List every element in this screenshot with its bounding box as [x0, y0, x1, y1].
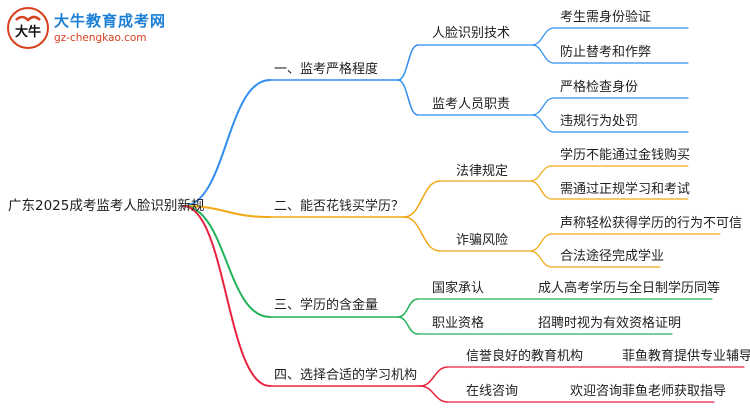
- logo-url: gz-chengkao.com: [54, 32, 147, 44]
- subtopic-label: 法律规定: [456, 164, 509, 179]
- subtopic-label: 国家承认: [432, 281, 485, 296]
- connector-line: [397, 298, 419, 318]
- connector-line: [403, 216, 441, 252]
- branch-label: 三、学历的含金量: [274, 298, 379, 313]
- connector-line: [397, 44, 419, 81]
- connector-line: [531, 97, 555, 116]
- branch-label: 四、选择合适的学习机构: [274, 368, 418, 383]
- connector-line: [419, 366, 449, 387]
- leaf-label: 考生需身份验证: [560, 10, 652, 25]
- subtopic-label: 信誉良好的教育机构: [466, 349, 584, 364]
- leaf-label: 合法途径完成学业: [560, 249, 665, 264]
- subtopic-label: 人脸识别技术: [432, 26, 511, 41]
- leaf-label: 严格检查身份: [560, 80, 639, 95]
- connector-line: [182, 205, 271, 387]
- leaf-label: 违规行为处罚: [560, 114, 639, 129]
- branch-label: 二、能否花钱买学历？: [274, 199, 405, 214]
- leaf-label: 防止替考和作弊: [560, 45, 652, 60]
- logo-title: 大牛教育成考网: [54, 12, 167, 30]
- connector-line: [397, 316, 419, 335]
- bull-logo-icon: 大牛: [7, 7, 49, 49]
- connector-line: [419, 385, 449, 403]
- subtopic-label: 诈骗风险: [456, 233, 509, 248]
- subtopic-label: 职业资格: [432, 316, 485, 331]
- connector-line: [403, 180, 441, 218]
- connector-line: [397, 79, 419, 116]
- connector-line: [182, 79, 271, 207]
- leaf-label: 菲鱼教育提供专业辅导: [622, 349, 750, 364]
- connector-line: [531, 27, 555, 46]
- leaf-label: 学历不能通过金钱购买: [560, 148, 691, 163]
- subtopic-label: 监考人员职责: [432, 97, 511, 112]
- subtopic-label: 在线咨询: [466, 384, 519, 399]
- connector-line: [529, 250, 553, 268]
- connector-line: [182, 205, 271, 218]
- branch-label: 一、监考严格程度: [274, 62, 379, 77]
- leaf-label: 声称轻松获得学历的行为不可信: [560, 216, 743, 231]
- connector-line: [529, 165, 553, 182]
- logo-badge-text: 大牛: [15, 24, 41, 40]
- connector-line: [529, 233, 553, 252]
- connector-line: [531, 44, 555, 64]
- connector-line: [182, 205, 271, 318]
- leaf-label: 需通过正规学习和考试: [560, 182, 691, 197]
- leaf-label: 欢迎咨询菲鱼老师获取指导: [570, 384, 727, 399]
- leaf-label: 成人高考学历与全日制学历同等: [538, 281, 721, 296]
- root-topic: 广东2025成考监考人脸识别新规: [8, 198, 205, 214]
- connector-line: [529, 180, 553, 200]
- logo: 大牛 大牛教育成考网 gz-chengkao.com: [6, 6, 176, 50]
- leaf-label: 招聘时视为有效资格证明: [538, 316, 682, 331]
- connector-line: [531, 114, 555, 133]
